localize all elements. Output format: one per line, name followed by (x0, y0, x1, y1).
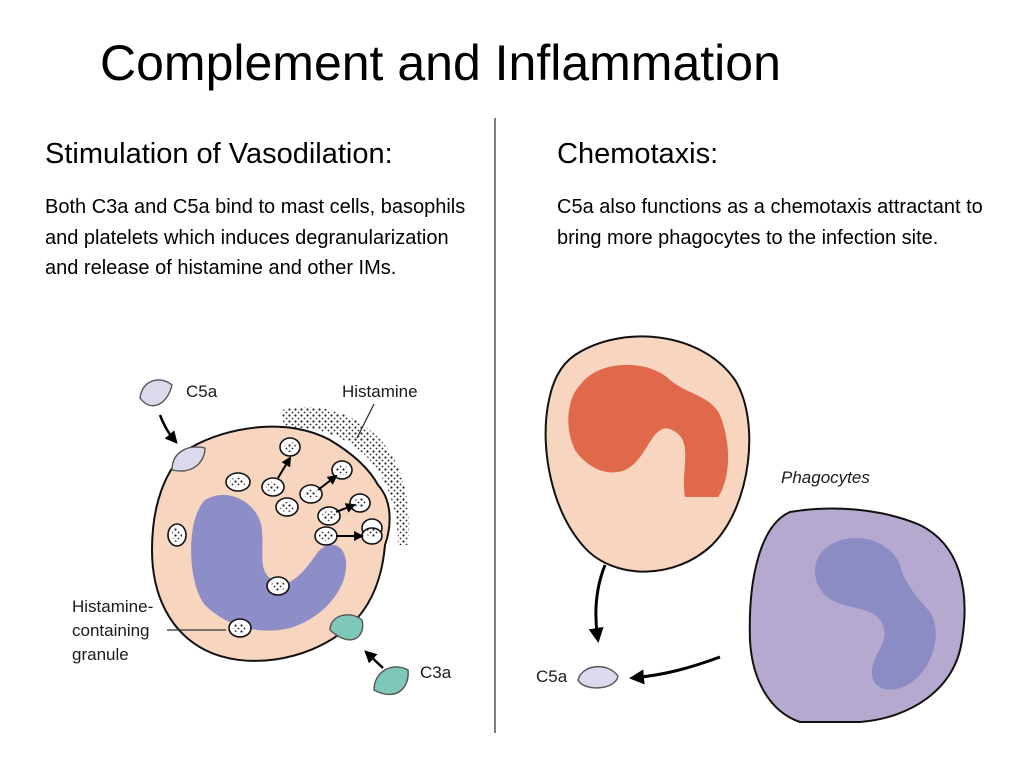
chemotaxis-text: C5a also functions as a chemotaxis attra… (557, 196, 983, 249)
granule-label-line-2: containing (72, 621, 150, 640)
c3a-free (373, 666, 409, 696)
phagocytes-figure: C5a Phagocytes (536, 335, 966, 723)
c5a-label: C5a (186, 382, 218, 401)
c5a-label-right: C5a (536, 667, 568, 686)
c5a-bound (171, 446, 206, 472)
neutrophil-nucleus (568, 364, 729, 497)
vasodilation-text: Both C3a and C5a bind to mast cells, bas… (45, 196, 466, 279)
vasodilation-heading: Stimulation of Vasodilation: (45, 138, 393, 170)
phagocyte-nucleus (814, 537, 936, 690)
chemotaxis-heading: Chemotaxis: (557, 138, 719, 170)
histamine-label: Histamine (342, 382, 418, 401)
histamine-cloud (282, 406, 410, 545)
mast-cell-nucleus (191, 494, 347, 631)
c5a-molecule (577, 666, 619, 689)
granule-label-line-1: Histamine- (72, 597, 153, 616)
slide-title: Complement and Inflammation (100, 35, 781, 91)
c3a-label: C3a (420, 663, 452, 682)
mast-cell-figure: C5a Histamine Histamine- containing gran… (72, 379, 452, 696)
column-divider (494, 118, 496, 733)
granule-label-line-3: granule (72, 645, 129, 664)
c5a-free (139, 379, 173, 407)
phagocytes-label: Phagocytes (781, 468, 870, 487)
c3a-bound (329, 614, 364, 641)
